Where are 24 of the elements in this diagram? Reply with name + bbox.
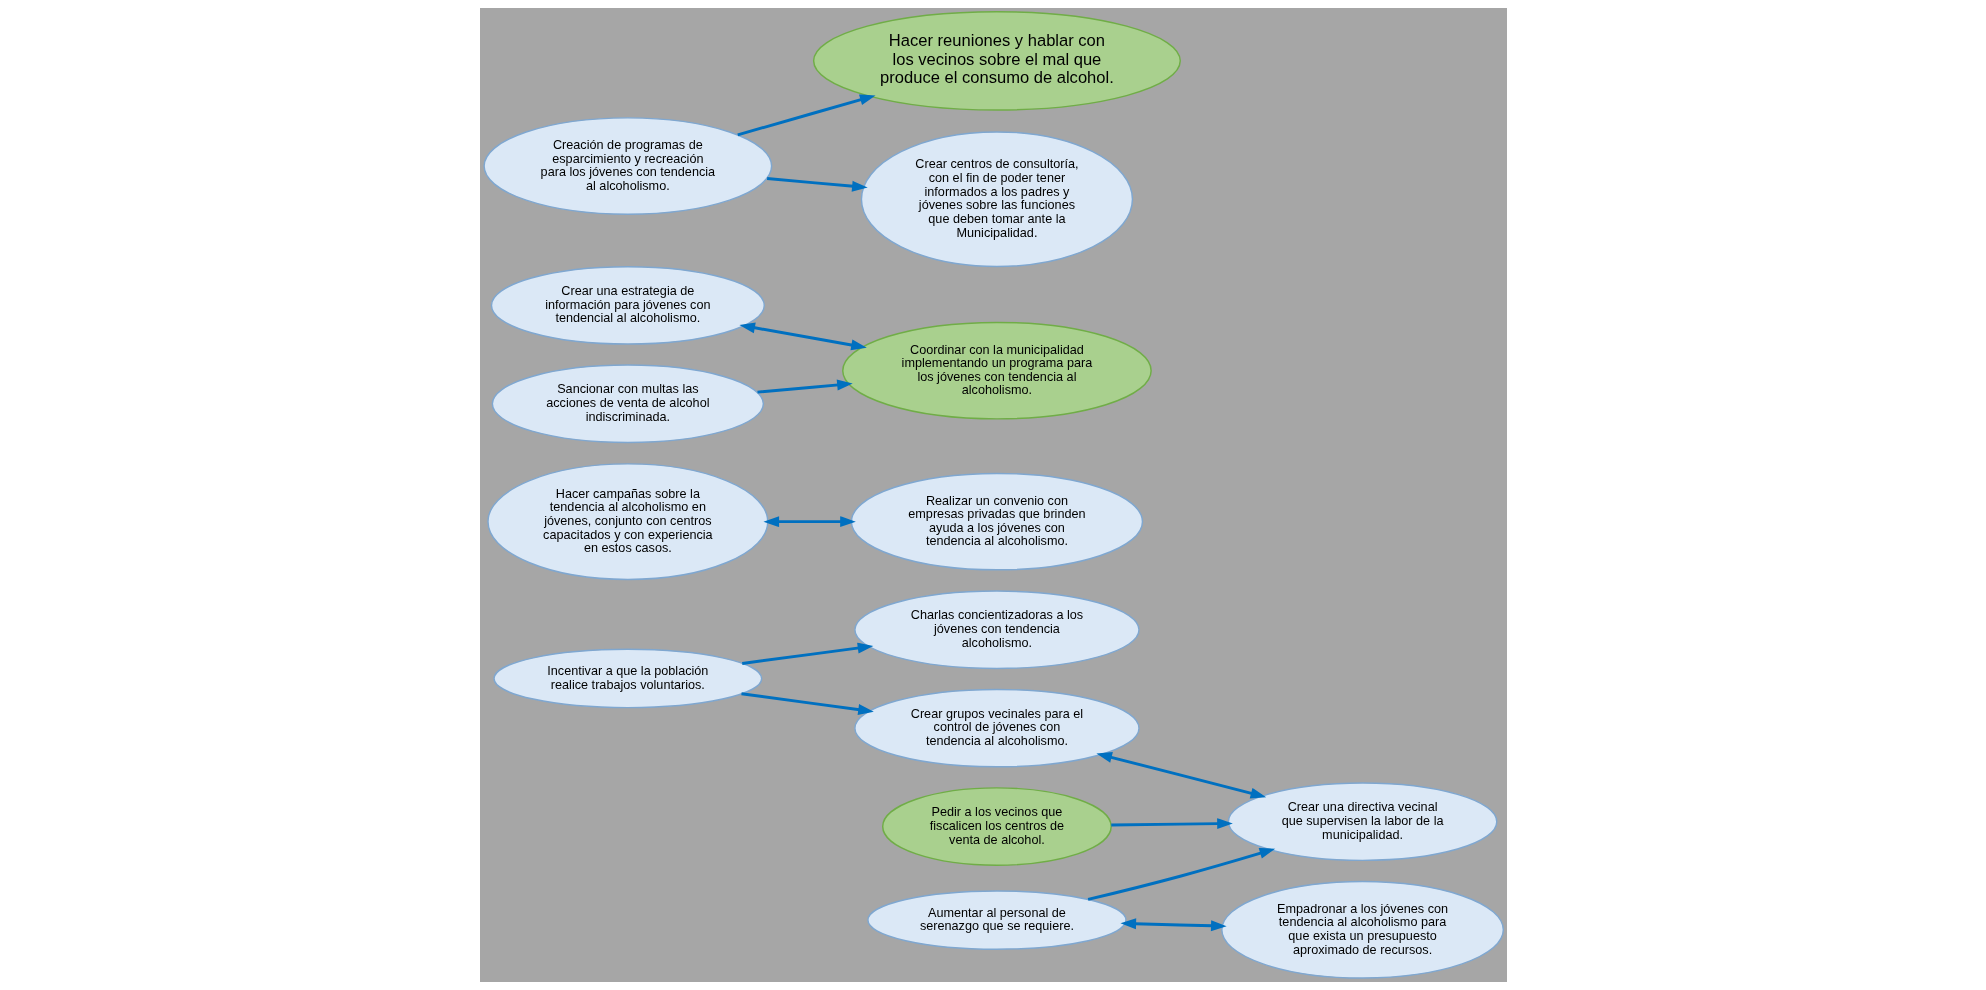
arrow (1095, 752, 1266, 799)
arrow (1087, 848, 1275, 901)
arrow (736, 94, 876, 137)
node-ellipse: Empadronar a los jóvenes con tendencia al alcoholismo para que exista un presupuesto aproximado de recursos. (1220, 880, 1504, 979)
node-ellipse: Crear grupos vecinales para el control de jóvenes con tendencia al alcoholismo. (853, 688, 1140, 768)
node-ellipse: Hacer reuniones y hablar con los vecinos sobre el mal que produce el consumo de alcohol. (812, 11, 1181, 111)
node-ellipse: Sancionar con multas las acciones de venta de alcohol indiscriminada. (491, 364, 764, 444)
arrow (740, 692, 874, 715)
node-ellipse: Coordinar con la municipalidad implementando un programa para los jóvenes con tendencia al alcoholismo. (841, 321, 1152, 420)
node-ellipse: Realizar un convenio con empresas privadas que brinden ayuda a los jóvenes con tendencia al alcoholismo. (850, 472, 1143, 571)
node-ellipse: Crear centros de consultoría, con el fin de poder tener informados a los padres y jóvenes sobre las funciones que deben tomar ante la Municipalidad. (860, 131, 1133, 268)
arrow (1119, 918, 1227, 932)
node-ellipse: Hacer campañas sobre la tendencia al alcoholismo en jóvenes, conjunto con centros capacitados y con experiencia en estos casos. (486, 463, 768, 581)
arrow (762, 516, 856, 528)
node-ellipse: Creación de programas de esparcimiento y recreación para los jóvenes con tendencia al alcoholismo. (482, 117, 772, 215)
node-ellipse: Crear una estrategia de información para jóvenes con tendencial al alcoholismo. (490, 265, 765, 345)
node-ellipse: Aumentar al personal de serenazgo que se requiere. (866, 890, 1127, 950)
node-ellipse: Incentivar a que la población realice trabajos voluntarios. (492, 648, 762, 709)
arrow (738, 322, 867, 351)
node-ellipse: Pedir a los vecinos que fiscalicen los centros de venta de alcohol. (881, 787, 1112, 866)
arrow (766, 177, 868, 192)
arrow (741, 642, 873, 665)
arrow (756, 379, 853, 394)
arrow (1110, 818, 1233, 830)
